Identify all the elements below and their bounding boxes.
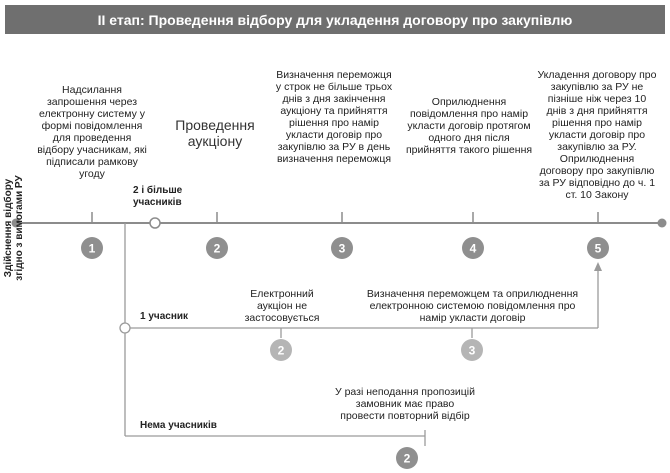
one-step-3-text: Визначення переможцем та оприлюднення ел… — [366, 288, 579, 324]
header-bar: ІІ етап: Проведення відбору для укладенн… — [5, 5, 665, 34]
branch-node-one — [119, 322, 131, 334]
svg-text:4: 4 — [470, 242, 477, 256]
timeline-start-dot — [11, 218, 21, 228]
one-step-circle-3: 3 — [461, 339, 483, 361]
svg-text:3: 3 — [469, 344, 476, 358]
main-step-circle-3: 3 — [331, 237, 353, 259]
svg-text:5: 5 — [595, 242, 602, 256]
branch-node-two-plus — [149, 217, 161, 229]
svg-text:3: 3 — [339, 242, 346, 256]
branch-label-two-plus: 2 і більше учасників — [133, 185, 183, 208]
main-step-circle-4: 4 — [462, 237, 484, 259]
svg-text:2: 2 — [214, 242, 221, 256]
one-step-circle-2: 2 — [270, 339, 292, 361]
arrow-to-step-5 — [594, 262, 602, 271]
step-2-text: Проведення аукціону — [175, 117, 255, 149]
timeline-end-dot — [657, 218, 667, 228]
step-5-text: Укладення договору про закупівлю за РУ н… — [537, 69, 657, 201]
step-3-text: Визначення переможця у строк не більше т… — [275, 69, 393, 165]
svg-text:2: 2 — [404, 452, 411, 466]
svg-text:2: 2 — [278, 344, 285, 358]
main-step-circle-5: 5 — [587, 237, 609, 259]
step-4-text: Оприлюднення повідомлення про намір укла… — [405, 96, 533, 156]
one-step-2-text: Електронний аукціон не застосовується — [244, 288, 320, 324]
main-step-circle-1: 1 — [81, 237, 103, 259]
step-1-text: Надсилання запрошення через електронну с… — [37, 84, 147, 180]
main-step-circle-2: 2 — [206, 237, 228, 259]
none-step-2-text: У разі неподання пропозицій замовник має… — [335, 386, 475, 422]
none-step-circle-2: 2 — [396, 447, 418, 469]
svg-text:1: 1 — [89, 242, 96, 256]
header-title: ІІ етап: Проведення відбору для укладенн… — [97, 11, 573, 28]
branch-label-none: Нема учасників — [140, 420, 217, 431]
side-label: Здійснення відбору згідно з вимогами РУ — [3, 175, 25, 281]
branch-label-one: 1 учасник — [140, 311, 189, 322]
